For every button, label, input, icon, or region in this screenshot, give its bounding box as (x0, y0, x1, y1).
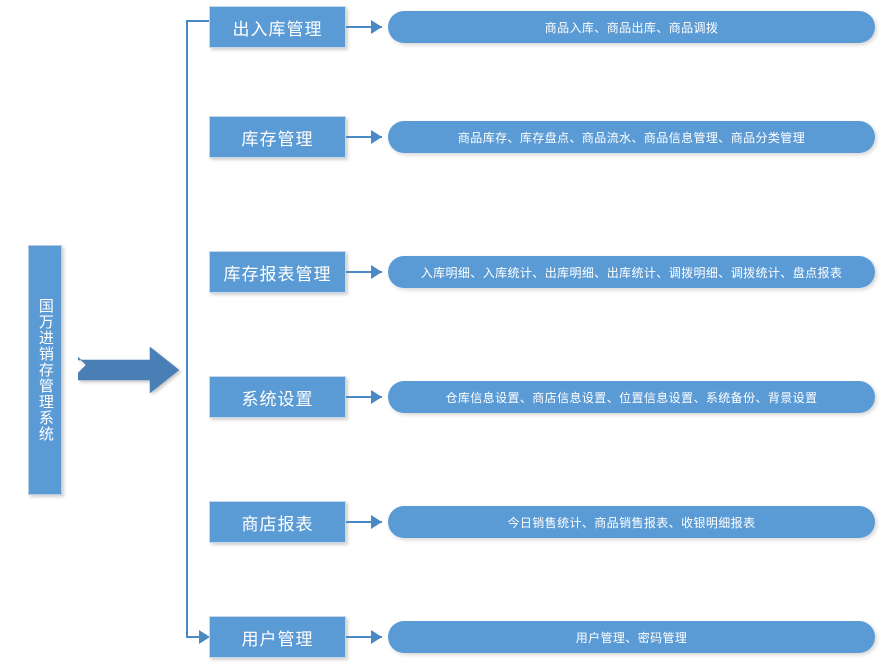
trunk-top-stub (186, 20, 210, 22)
system-title-bar: 国万进销存管理系统 (28, 245, 62, 495)
module-row: 商店报表 今日销售统计、商品销售报表、收银明细报表 (0, 501, 891, 545)
trunk-arrowhead-icon (199, 630, 210, 644)
module-label: 库存报表管理 (223, 264, 332, 284)
module-connector-arrowhead-icon (371, 630, 382, 644)
module-box-kucunguanli[interactable]: 库存管理 (209, 116, 346, 158)
module-detail-pill[interactable]: 仓库信息设置、商店信息设置、位置信息设置、系统备份、背景设置 (388, 381, 875, 413)
big-right-arrow-icon (77, 344, 182, 396)
module-detail-pill[interactable]: 用户管理、密码管理 (388, 621, 875, 653)
module-detail-label: 商品入库、商品出库、商品调拨 (544, 20, 719, 35)
module-row: 库存报表管理 入库明细、入库统计、出库明细、出库统计、调拨明细、调拨统计、盘点报… (0, 251, 891, 295)
module-detail-label: 用户管理、密码管理 (575, 630, 688, 645)
module-box-shangdianbaobiao[interactable]: 商店报表 (209, 501, 346, 543)
module-connector-line (346, 271, 382, 273)
module-connector-arrowhead-icon (371, 265, 382, 279)
module-row: 系统设置 仓库信息设置、商店信息设置、位置信息设置、系统备份、背景设置 (0, 376, 891, 420)
module-connector-line (346, 26, 382, 28)
module-row: 用户管理 用户管理、密码管理 (0, 616, 891, 660)
system-title-label: 国万进销存管理系统 (36, 298, 54, 442)
module-label: 用户管理 (241, 629, 314, 649)
module-detail-pill[interactable]: 商品入库、商品出库、商品调拨 (388, 11, 875, 43)
module-detail-pill[interactable]: 今日销售统计、商品销售报表、收银明细报表 (388, 506, 875, 538)
module-label: 出入库管理 (232, 19, 323, 39)
module-row: 出入库管理 商品入库、商品出库、商品调拨 (0, 6, 891, 50)
module-box-yonghuguanli[interactable]: 用户管理 (209, 616, 346, 658)
module-detail-pill[interactable]: 入库明细、入库统计、出库明细、出库统计、调拨明细、调拨统计、盘点报表 (388, 256, 875, 288)
module-connector-arrowhead-icon (371, 20, 382, 34)
trunk-vertical-line (186, 20, 188, 637)
module-detail-pill[interactable]: 商品库存、库存盘点、商品流水、商品信息管理、商品分类管理 (388, 121, 875, 153)
module-connector-arrowhead-icon (371, 390, 382, 404)
module-box-chukuguanli[interactable]: 出入库管理 (209, 6, 346, 48)
module-detail-label: 商品库存、库存盘点、商品流水、商品信息管理、商品分类管理 (457, 130, 806, 145)
module-detail-label: 入库明细、入库统计、出库明细、出库统计、调拨明细、调拨统计、盘点报表 (420, 265, 843, 280)
module-connector-line (346, 521, 382, 523)
module-label: 商店报表 (241, 514, 314, 534)
module-box-kucunbaobiaoguanli[interactable]: 库存报表管理 (209, 251, 346, 293)
module-connector-line (346, 136, 382, 138)
module-connector-arrowhead-icon (371, 130, 382, 144)
module-connector-line (346, 636, 382, 638)
module-box-xitongshezhi[interactable]: 系统设置 (209, 376, 346, 418)
module-label: 库存管理 (241, 129, 314, 149)
module-detail-label: 仓库信息设置、商店信息设置、位置信息设置、系统备份、背景设置 (445, 390, 818, 405)
module-detail-label: 今日销售统计、商品销售报表、收银明细报表 (507, 515, 756, 530)
module-label: 系统设置 (241, 389, 314, 409)
module-connector-line (346, 396, 382, 398)
module-row: 库存管理 商品库存、库存盘点、商品流水、商品信息管理、商品分类管理 (0, 116, 891, 160)
trunk-bottom-stub (186, 636, 202, 638)
module-connector-arrowhead-icon (371, 515, 382, 529)
